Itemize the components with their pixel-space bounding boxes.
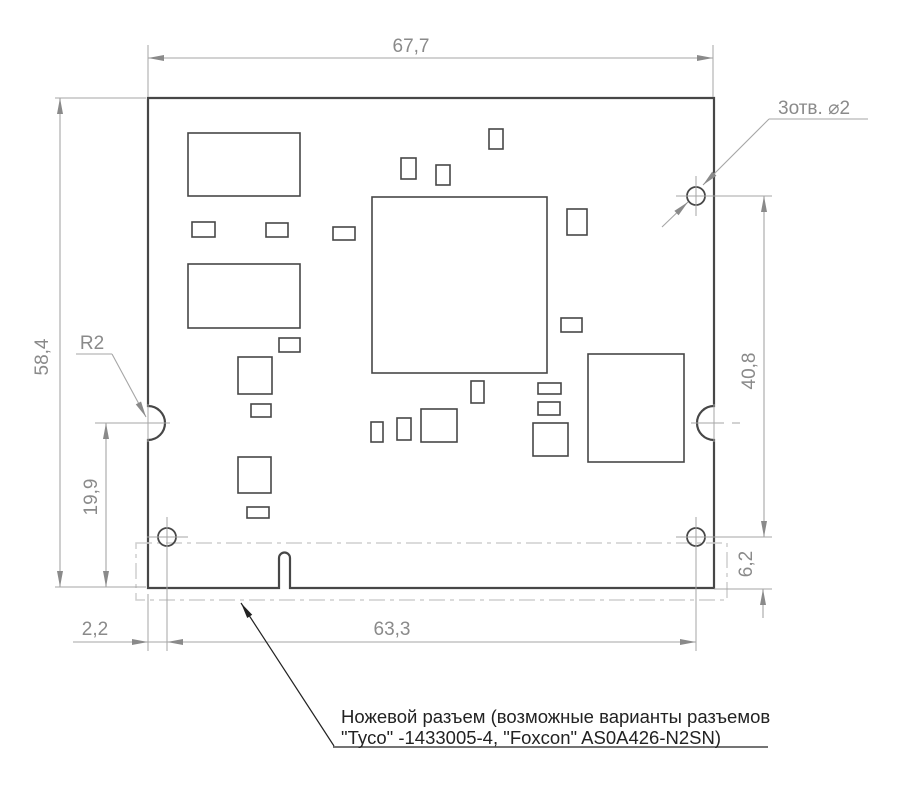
leader-line xyxy=(111,353,147,418)
callout-connector: Ножевой разъем (возможные варианты разъе… xyxy=(240,602,770,748)
component-footprint xyxy=(488,128,504,150)
dim-board-height: 58,4 xyxy=(32,97,146,588)
component-footprint xyxy=(187,263,301,329)
component-footprint xyxy=(396,417,412,441)
component-footprint xyxy=(237,356,273,395)
connector-dashed-outline xyxy=(135,542,728,601)
dim-hole-to-bottom: 6,2 xyxy=(714,551,772,618)
knife-connector-region xyxy=(135,542,728,601)
component-footprint xyxy=(537,401,561,416)
dim-holes-vertical-span: 40,8 xyxy=(676,195,772,538)
dim-holes-horizontal-label: 63,3 xyxy=(374,619,411,640)
component-footprint xyxy=(246,506,270,519)
dim-cutout-from-bottom: 19,9 xyxy=(81,422,170,587)
dim-holes-vertical-label: 40,8 xyxy=(739,353,760,390)
mounting-holes xyxy=(147,176,740,651)
component-footprints xyxy=(187,128,685,519)
dim-hole-to-bottom-label: 6,2 xyxy=(736,551,757,577)
component-footprint xyxy=(420,408,458,443)
leader-line xyxy=(702,118,770,186)
dim-bottom-chain: 2,2 63,3 xyxy=(73,594,696,651)
leader-line xyxy=(661,201,689,228)
component-footprint xyxy=(332,226,356,241)
callout-corner-radius: R2 xyxy=(76,333,147,418)
component-footprint xyxy=(278,337,301,353)
component-footprint xyxy=(250,403,272,418)
dim-cutout-label: 19,9 xyxy=(81,479,102,516)
component-footprint xyxy=(265,222,289,238)
dim-edge-to-hole-label: 2,2 xyxy=(82,619,108,640)
component-footprint xyxy=(191,221,216,238)
connector-note-line1: Ножевой разъем (возможные варианты разъе… xyxy=(341,706,770,727)
dim-radius-label: R2 xyxy=(80,333,104,354)
component-footprint xyxy=(237,456,272,494)
dim-board-height-label: 58,4 xyxy=(32,338,53,375)
dim-board-width-label: 67,7 xyxy=(393,36,430,57)
component-footprint xyxy=(537,382,562,395)
component-footprint xyxy=(532,422,569,457)
component-footprint xyxy=(470,380,485,404)
component-footprint xyxy=(187,132,301,197)
component-footprint xyxy=(587,353,685,463)
component-footprint xyxy=(560,317,583,333)
component-footprint xyxy=(435,164,451,186)
holes-note-label: 3отв. ⌀2 xyxy=(778,98,850,119)
component-footprint xyxy=(566,208,588,236)
leader-line xyxy=(240,602,335,747)
dim-board-width: 67,7 xyxy=(147,36,714,97)
connector-note-line2: "Tyco" -1433005-4, "Foxcon" AS0A426-N2SN… xyxy=(341,727,721,748)
component-footprint-main-ic xyxy=(371,196,548,374)
board-outline xyxy=(146,96,716,590)
board-edge xyxy=(146,96,716,590)
component-footprint xyxy=(400,157,417,180)
callout-holes: 3отв. ⌀2 xyxy=(661,98,868,228)
component-footprint xyxy=(370,421,384,443)
